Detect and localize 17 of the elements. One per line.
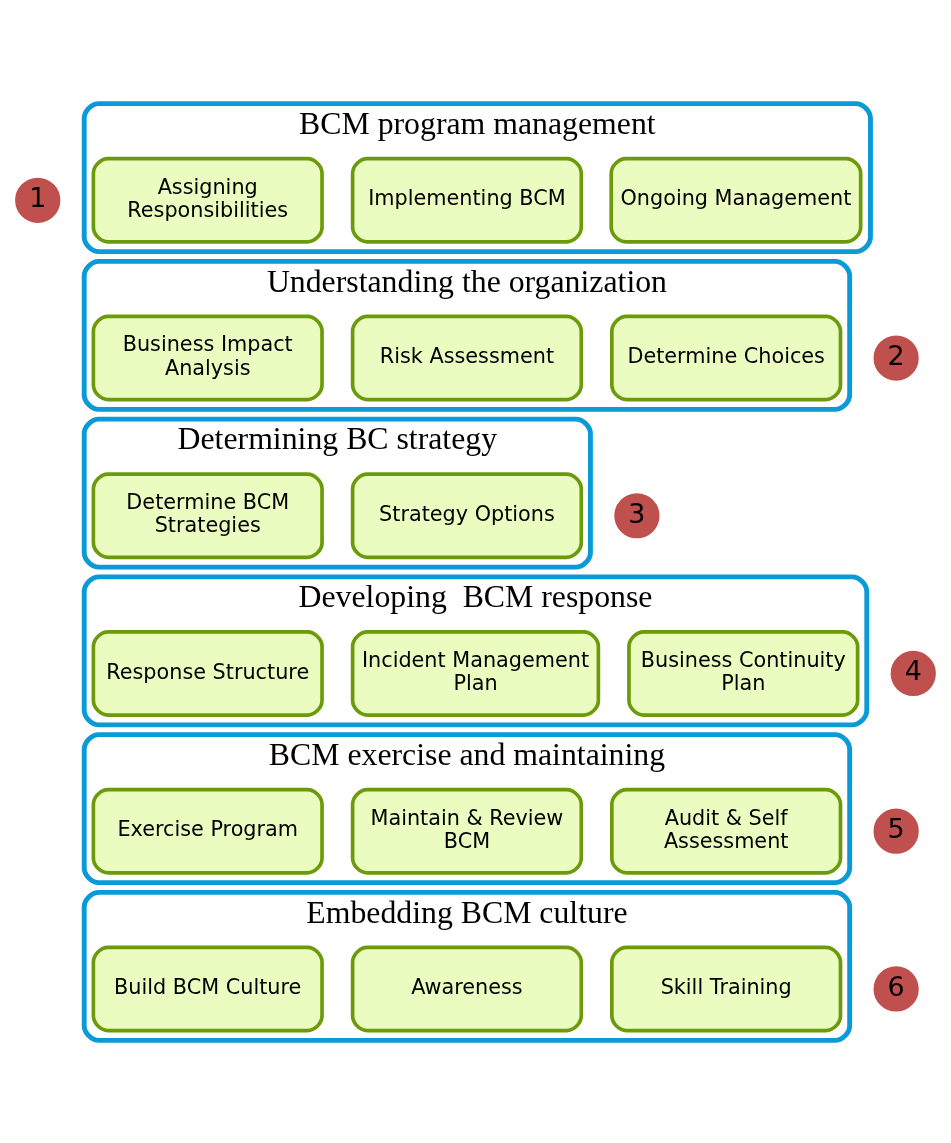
node-box: Risk Assessment (350, 314, 584, 401)
node-box: Audit & Self Assessment (610, 787, 843, 875)
node-box: Build BCM Culture (91, 945, 324, 1032)
node-box: Implementing BCM (350, 156, 584, 244)
node-box: Exercise Program (91, 787, 324, 875)
node-box: Skill Training (610, 945, 843, 1032)
node-box: Maintain & Review BCM (350, 787, 584, 875)
node-box: Awareness (350, 945, 584, 1032)
node-box: Ongoing Management (609, 156, 863, 244)
node-box: Incident Management Plan (350, 629, 601, 717)
node-box: Determine Choices (610, 314, 843, 401)
node-box: Business Continuity Plan (627, 629, 860, 717)
node-box: Assigning Responsibilities (91, 156, 324, 244)
node-box: Business Impact Analysis (91, 314, 324, 401)
node-box: Strategy Options (350, 471, 584, 559)
node-box: Determine BCM Strategies (91, 471, 324, 559)
node-box: Response Structure (91, 629, 324, 717)
